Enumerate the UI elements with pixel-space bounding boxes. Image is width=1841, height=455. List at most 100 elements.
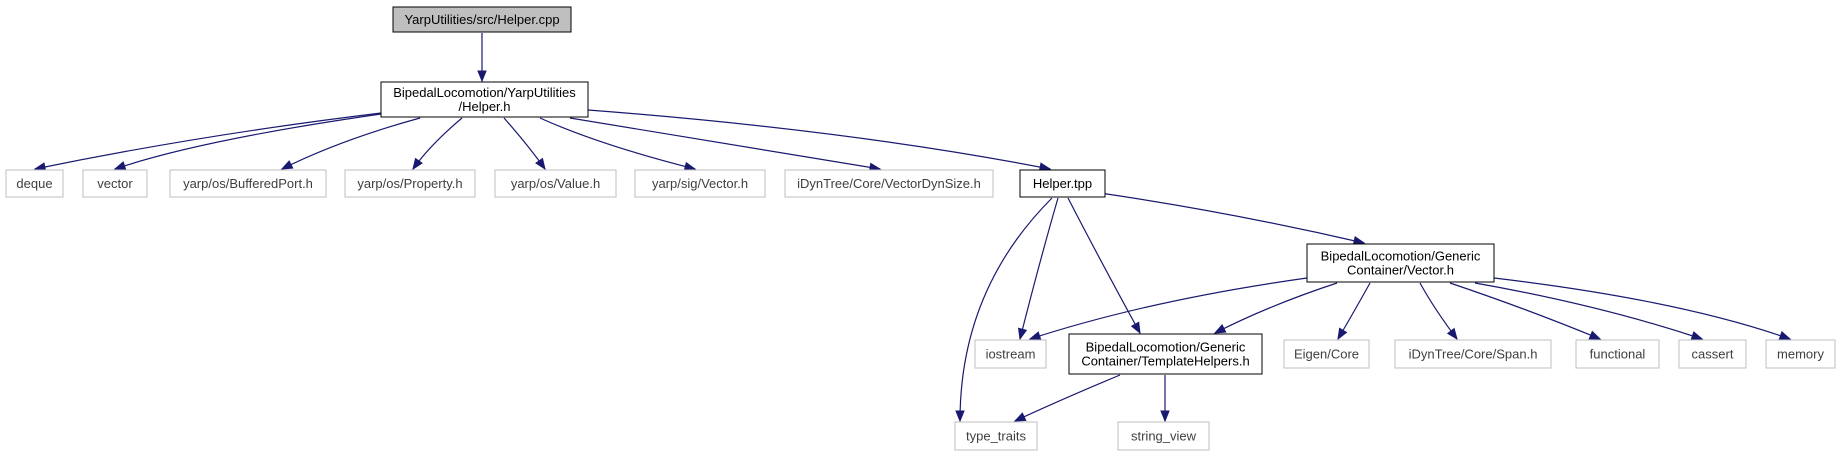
node-box — [169, 169, 327, 198]
node-label: iDynTree/Core/VectorDynSize.h — [797, 176, 981, 191]
edge-line — [587, 109, 1051, 170]
node-box — [1117, 421, 1210, 451]
edge-helper_h-to-bufferedport — [280, 117, 421, 170]
arrowhead — [113, 161, 127, 171]
edges-layer — [33, 33, 1792, 423]
node-memory: memory — [1765, 339, 1836, 369]
arrowhead — [1588, 330, 1602, 340]
edge-helper_tpp-to-type_traits — [955, 197, 1053, 423]
edge-line — [1493, 277, 1791, 340]
node-templatehelpers[interactable]: BipedalLocomotion/GenericContainer/Templ… — [1068, 333, 1263, 375]
node-helper-tpp[interactable]: Helper.tpp — [1019, 169, 1106, 198]
arrowhead — [477, 70, 487, 83]
arrowhead — [1352, 236, 1366, 246]
node-box — [1678, 339, 1747, 369]
node-label: cassert — [1692, 347, 1734, 362]
edge-helper_tpp-to-templatehelpers — [1067, 197, 1141, 335]
arrowhead — [1028, 331, 1042, 341]
node-label: BipedalLocomotion/YarpUtilities — [393, 85, 576, 100]
arrowhead — [1213, 324, 1227, 334]
arrowhead — [412, 157, 423, 171]
arrowhead — [1160, 410, 1170, 423]
arrowhead — [1778, 331, 1792, 340]
nodes-layer: YarpUtilities/src/Helper.cppBipedalLocom… — [5, 6, 1836, 451]
edge-gc_vector-to-span — [1419, 282, 1458, 341]
node-box — [1306, 243, 1495, 283]
edge-gc_vector-to-templatehelpers — [1213, 282, 1338, 334]
node-string-view: string_view — [1117, 421, 1210, 451]
edge-templatehelpers-to-string_view — [1160, 375, 1170, 423]
node-property: yarp/os/Property.h — [344, 169, 476, 198]
arrowhead — [1130, 321, 1141, 335]
edge-line — [1067, 197, 1141, 334]
edge-line — [281, 117, 421, 170]
node-label: deque — [16, 176, 52, 191]
edge-helper_h-to-vectordynsize — [569, 117, 882, 173]
node-sigvector: yarp/sig/Vector.h — [634, 169, 766, 198]
node-box — [1575, 339, 1660, 369]
node-box — [380, 81, 589, 118]
edge-line — [1029, 277, 1308, 340]
node-box — [82, 169, 148, 198]
node-label: Eigen/Core — [1294, 347, 1359, 362]
node-label: iostream — [986, 347, 1036, 362]
node-label: Container/TemplateHelpers.h — [1081, 354, 1249, 369]
node-label: yarp/os/Property.h — [357, 176, 462, 191]
edge-line — [34, 112, 382, 170]
node-box — [974, 339, 1047, 369]
node-label: Helper.tpp — [1033, 176, 1092, 191]
node-label: type_traits — [966, 429, 1026, 444]
node-label: iDynTree/Core/Span.h — [1409, 347, 1538, 362]
node-label: /Helper.h — [458, 99, 510, 114]
arrowhead — [1337, 327, 1348, 341]
edge-line — [1449, 282, 1601, 340]
node-gc-vector[interactable]: BipedalLocomotion/GenericContainer/Vecto… — [1306, 243, 1495, 283]
node-helper-cpp[interactable]: YarpUtilities/src/Helper.cpp — [392, 6, 572, 33]
node-bufferedport: yarp/os/BufferedPort.h — [169, 169, 327, 198]
edge-gc_vector-to-functional — [1449, 282, 1602, 340]
edge-line — [539, 117, 696, 170]
node-deque: deque — [5, 169, 64, 198]
node-label: yarp/os/Value.h — [511, 176, 600, 191]
node-type-traits: type_traits — [954, 421, 1038, 451]
node-span: iDynTree/Core/Span.h — [1394, 339, 1552, 369]
node-vector: vector — [82, 169, 148, 198]
node-box — [344, 169, 476, 198]
node-iostream: iostream — [974, 339, 1047, 369]
edge-helper_h-to-value — [503, 117, 546, 171]
node-label: vector — [97, 176, 133, 191]
node-label: Container/Vector.h — [1347, 263, 1454, 278]
node-box — [5, 169, 64, 198]
edge-helper_h-to-vector — [113, 113, 382, 171]
node-functional: functional — [1575, 339, 1660, 369]
arrowhead — [535, 157, 546, 171]
node-box — [954, 421, 1038, 451]
edge-helper_h-to-helper_tpp — [587, 109, 1052, 172]
node-helper-h[interactable]: BipedalLocomotion/YarpUtilities/Helper.h — [380, 81, 589, 118]
node-cassert: cassert — [1678, 339, 1747, 369]
edge-helper_tpp-to-iostream — [1017, 197, 1059, 341]
node-box — [1765, 339, 1836, 369]
edge-line — [1014, 374, 1121, 422]
edge-line — [959, 197, 1053, 422]
edge-gc_vector-to-eigencore — [1337, 282, 1371, 341]
edge-gc_vector-to-iostream — [1028, 277, 1308, 341]
node-vectordynsize: iDynTree/Core/VectorDynSize.h — [784, 169, 994, 198]
node-box — [1283, 339, 1370, 369]
node-label: memory — [1777, 347, 1824, 362]
edge-gc_vector-to-cassert — [1474, 282, 1704, 341]
edge-line — [569, 117, 881, 170]
edge-line — [1099, 192, 1365, 244]
node-box — [1394, 339, 1552, 369]
arrowhead — [1690, 331, 1704, 341]
edge-line — [1019, 197, 1059, 340]
edge-line — [1214, 282, 1338, 334]
edge-helper_h-to-property — [412, 117, 463, 171]
edge-line — [114, 113, 382, 170]
node-label: BipedalLocomotion/Generic — [1321, 249, 1481, 264]
arrowhead — [1017, 327, 1028, 341]
node-box — [1019, 169, 1106, 198]
node-label: yarp/os/BufferedPort.h — [183, 176, 313, 191]
arrowhead — [1446, 327, 1458, 341]
